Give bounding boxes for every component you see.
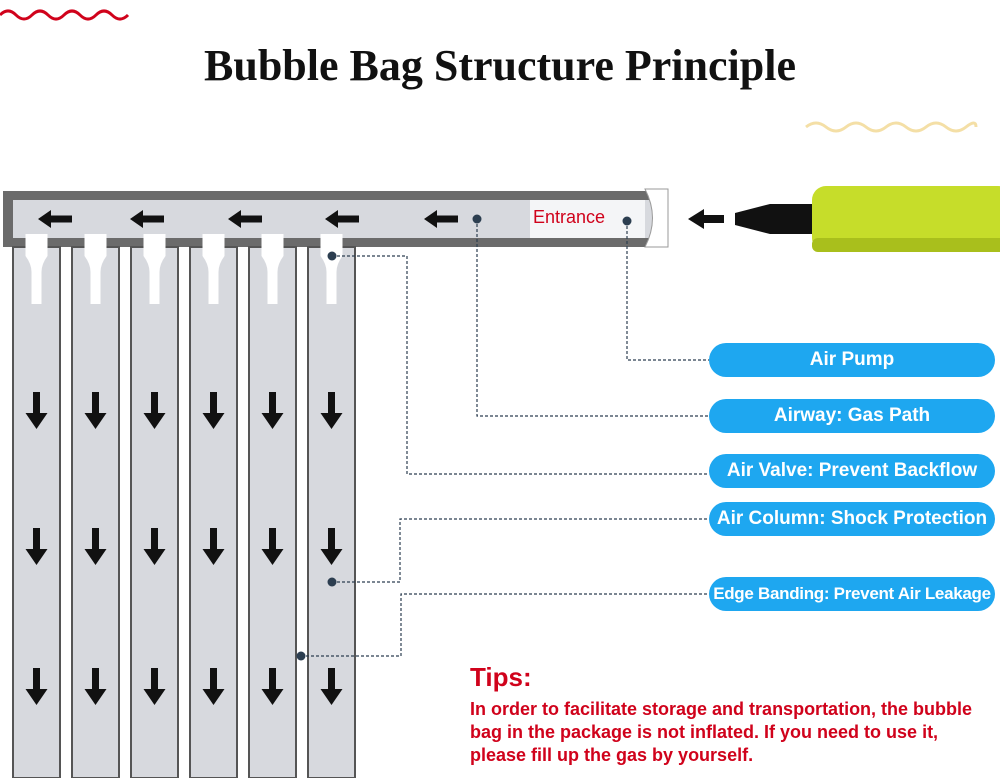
dot-air-valve (327, 251, 337, 261)
leader-lines (301, 219, 709, 657)
tips-body: In order to facilitate storage and trans… (470, 699, 973, 765)
arrow-down-icon (261, 528, 284, 565)
arrow-left-icon (38, 210, 72, 228)
dot-airway (472, 214, 482, 224)
arrow-down-icon (261, 668, 284, 705)
decorative-yellow-wave (805, 121, 978, 133)
pump-nozzle (735, 204, 812, 234)
arrow-left-icon (424, 210, 458, 228)
air-valve (320, 234, 343, 304)
arrow-down-icon (320, 392, 343, 429)
arrow-down-icon (143, 392, 166, 429)
airway-arrows (38, 210, 458, 228)
arrow-down-icon (84, 528, 107, 565)
arrow-down-icon (143, 668, 166, 705)
arrow-left-icon (325, 210, 359, 228)
leader-air-valve (332, 255, 709, 475)
arrow-down-icon (84, 668, 107, 705)
air-valve (84, 234, 107, 304)
arrow-down-icon (202, 392, 225, 429)
leader-airway (476, 219, 709, 417)
decorative-red-wave (0, 9, 130, 21)
air-pump-device (688, 186, 1000, 252)
leader-air-pump (626, 221, 709, 361)
callout-air-pump: Air Pump (709, 343, 995, 377)
air-valve (25, 234, 48, 304)
callout-air-column: Air Column: Shock Protection (709, 502, 995, 536)
pump-body (812, 186, 1000, 252)
arrow-left-icon (130, 210, 164, 228)
tips-heading: Tips: (470, 662, 532, 692)
air-valve (202, 234, 225, 304)
callout-airway: Airway: Gas Path (709, 399, 995, 433)
arrow-down-icon (202, 528, 225, 565)
arrow-down-icon (143, 528, 166, 565)
air-valve (261, 234, 284, 304)
arrow-down-icon (202, 668, 225, 705)
page-title: Bubble Bag Structure Principle (204, 41, 796, 90)
dot-edge-banding (296, 651, 306, 661)
entrance-label: Entrance (533, 207, 606, 227)
arrow-down-icon (84, 392, 107, 429)
arrow-down-icon (261, 392, 284, 429)
arrow-down-icon (320, 528, 343, 565)
leader-edge-banding (301, 593, 709, 657)
arrow-down-icon (25, 528, 48, 565)
arrow-down-icon (320, 668, 343, 705)
leader-air-column (332, 518, 709, 583)
dot-air-column (327, 577, 337, 587)
arrow-down-icon (25, 668, 48, 705)
entrance-flap (644, 188, 669, 248)
dot-air-pump (622, 216, 632, 226)
pump-arrow-icon (688, 209, 724, 229)
callout-air-valve: Air Valve: Prevent Backflow (709, 454, 995, 488)
air-valve (143, 234, 166, 304)
leader-dots (296, 214, 632, 661)
pump-body-shade (812, 238, 1000, 252)
air-columns (12, 234, 356, 778)
arrow-down-icon (25, 392, 48, 429)
arrow-left-icon (228, 210, 262, 228)
callout-edge-banding: Edge Banding: Prevent Air Leakage (709, 577, 995, 611)
